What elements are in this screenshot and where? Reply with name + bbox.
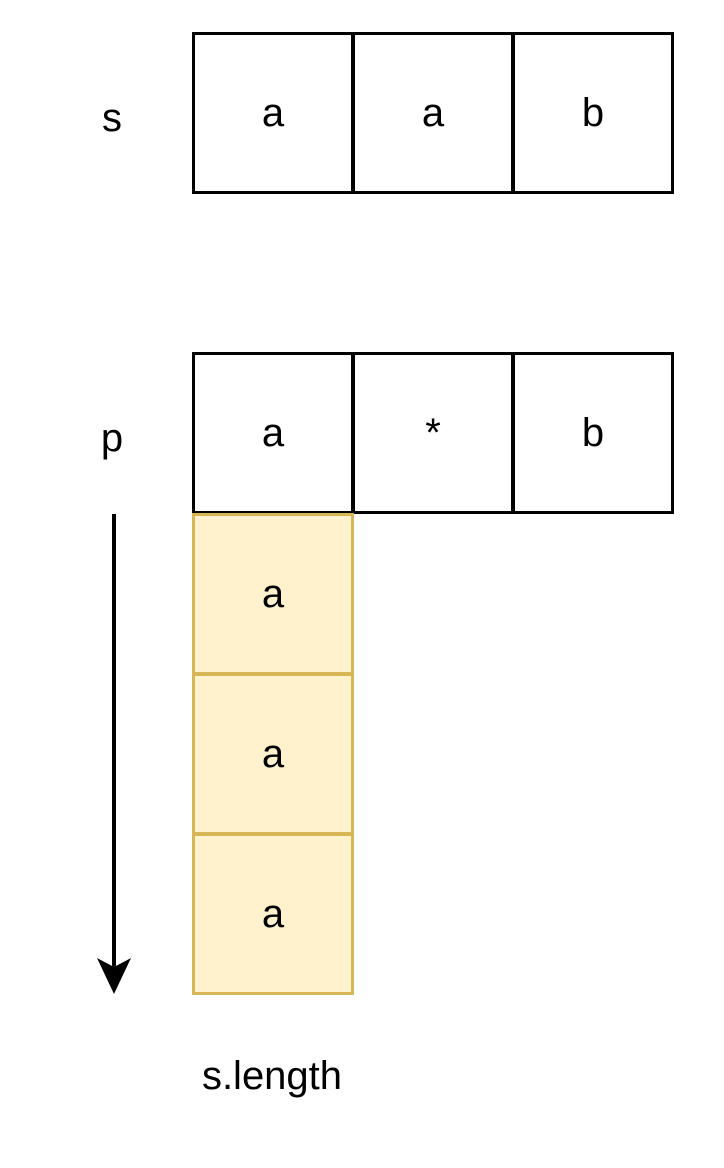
s-cell: a bbox=[192, 32, 354, 194]
expanded-cell-char: a bbox=[261, 731, 285, 776]
s-cell-char: a bbox=[421, 90, 445, 135]
s-cell: b bbox=[512, 32, 674, 194]
p-cell-char: * bbox=[425, 410, 441, 455]
expanded-cell: a bbox=[192, 833, 354, 995]
p-cell: b bbox=[512, 352, 674, 514]
s-cell: a bbox=[352, 32, 514, 194]
s-row-label: s bbox=[102, 96, 122, 140]
s-cell-char: b bbox=[581, 90, 605, 135]
s-cell-char: a bbox=[261, 90, 285, 135]
down-arrow-icon bbox=[97, 514, 131, 994]
p-cell-char: a bbox=[261, 410, 285, 455]
length-caption: s.length bbox=[201, 1054, 343, 1098]
arrow-head bbox=[97, 958, 131, 994]
p-cell: * bbox=[352, 352, 514, 514]
p-row-label: p bbox=[100, 416, 124, 460]
expanded-cell: a bbox=[192, 673, 354, 835]
expanded-cell-char: a bbox=[261, 571, 285, 616]
expanded-cell-char: a bbox=[261, 891, 285, 936]
p-cell-char: b bbox=[581, 410, 605, 455]
p-cell: a bbox=[192, 352, 354, 514]
expanded-cell: a bbox=[192, 513, 354, 675]
